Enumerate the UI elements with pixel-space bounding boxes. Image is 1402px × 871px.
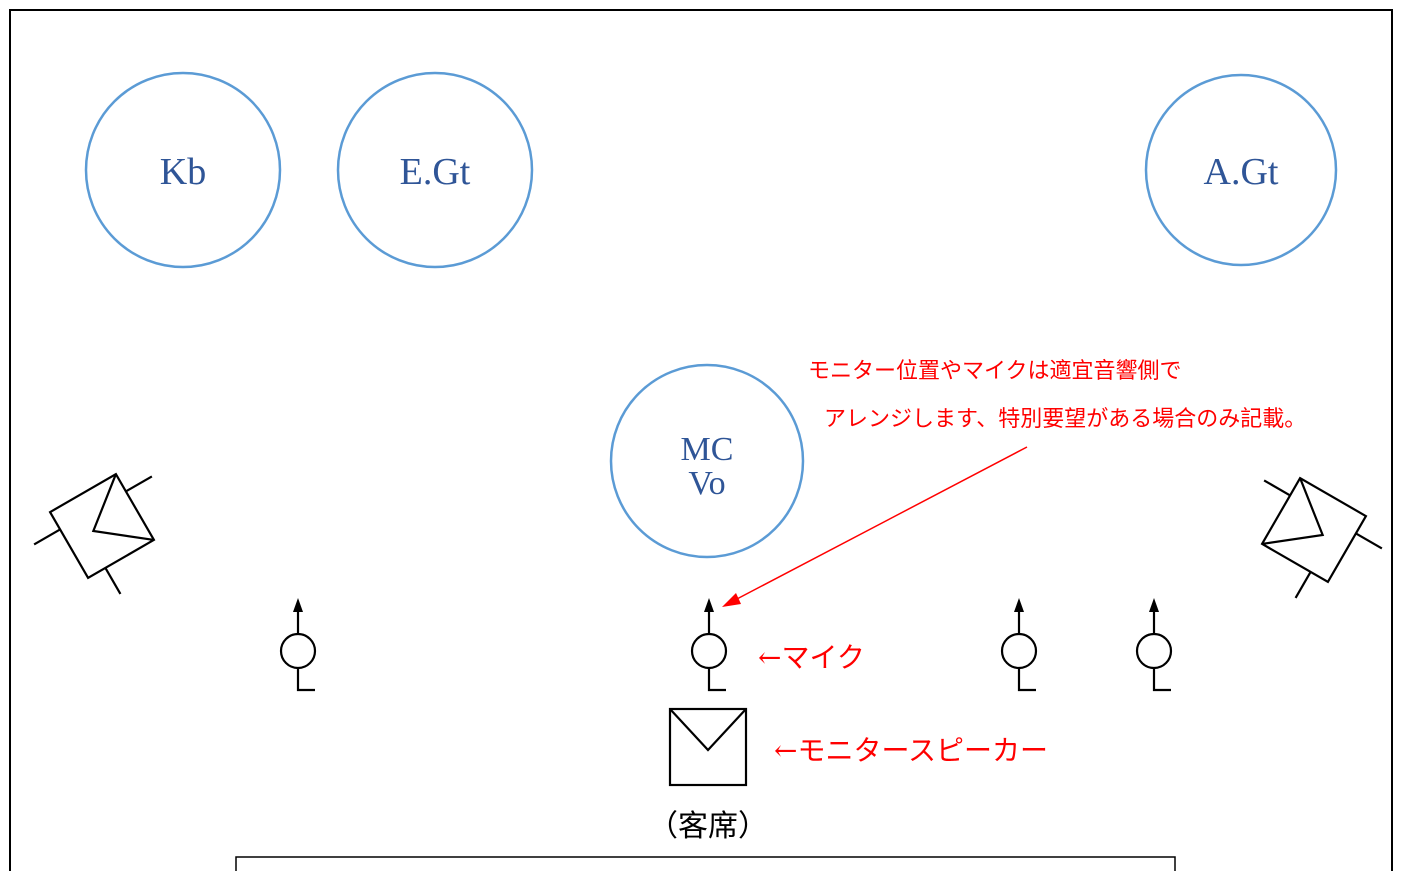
instrument-label-mc: MC — [681, 431, 734, 468]
instrument-label-vo: Vo — [688, 465, 725, 502]
mic-4 — [1135, 598, 1173, 692]
instrument-label-agt: A.Gt — [1204, 151, 1279, 193]
instrument-circle — [1144, 73, 1338, 267]
instrument-kb: Kb — [84, 71, 282, 269]
monitor-speaker-box — [668, 707, 748, 787]
monitor-legend: ←モニタースピーカー — [774, 734, 1048, 767]
stage-border — [9, 9, 1393, 871]
instrument-egt: E.Gt — [336, 71, 534, 269]
instrument-mc-vo: MC Vo — [609, 363, 805, 559]
side-monitor-left-box — [48, 472, 156, 580]
monitor-speaker — [668, 707, 748, 787]
instrument-circle — [609, 363, 805, 559]
note-arrow — [722, 446, 1028, 607]
side-monitor-left — [33, 472, 156, 595]
bottom-box — [235, 856, 1176, 871]
note-line-2: アレンジします、特別要望がある場合のみ記載。 — [824, 407, 1306, 432]
instrument-circle — [84, 71, 282, 269]
instrument-agt: A.Gt — [1144, 73, 1338, 267]
mic-legend: ←マイク — [758, 641, 865, 674]
mic-3 — [1000, 598, 1038, 692]
side-monitor-right — [1260, 476, 1383, 599]
instrument-label-kb: Kb — [160, 151, 206, 193]
mic-1 — [279, 598, 317, 692]
instrument-circle — [336, 71, 534, 269]
mic-2 — [690, 598, 728, 692]
note-line-1: モニター位置やマイクは適宜音響側で — [808, 359, 1182, 384]
instrument-label-egt: E.Gt — [400, 151, 471, 193]
side-monitor-right-box — [1260, 476, 1368, 584]
audience-label: （客席） — [648, 809, 768, 844]
